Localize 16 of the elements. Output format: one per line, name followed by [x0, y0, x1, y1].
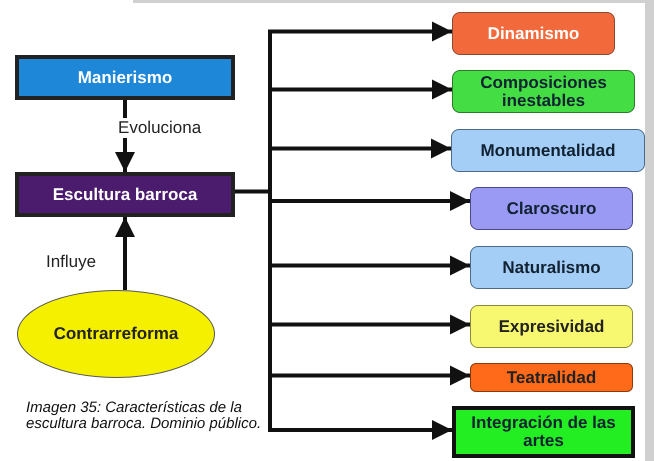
- arrow: [235, 190, 452, 440]
- feature-box: Expresividad: [470, 305, 633, 348]
- edge-label: Influye: [46, 252, 96, 272]
- edge-label: Evoluciona: [118, 118, 202, 138]
- arrow: [115, 217, 135, 290]
- ellipse-node: Contrarreforma: [17, 290, 215, 378]
- feature-box: Teatralidad: [470, 363, 633, 392]
- feature-box: Naturalismo: [470, 246, 633, 289]
- feature-box: Composiciones inestables: [452, 70, 635, 113]
- feature-box: Monumentalidad: [451, 129, 645, 172]
- feature-box: Dinamismo: [452, 12, 615, 55]
- feature-box: Claroscuro: [470, 187, 633, 230]
- feature-box: Integración de las artes: [452, 406, 635, 458]
- process-box: Manierismo: [15, 55, 235, 100]
- process-box: Escultura barroca: [15, 172, 235, 217]
- caption: Imagen 35: Características de la escultura barroca. Dominio público.: [26, 400, 262, 432]
